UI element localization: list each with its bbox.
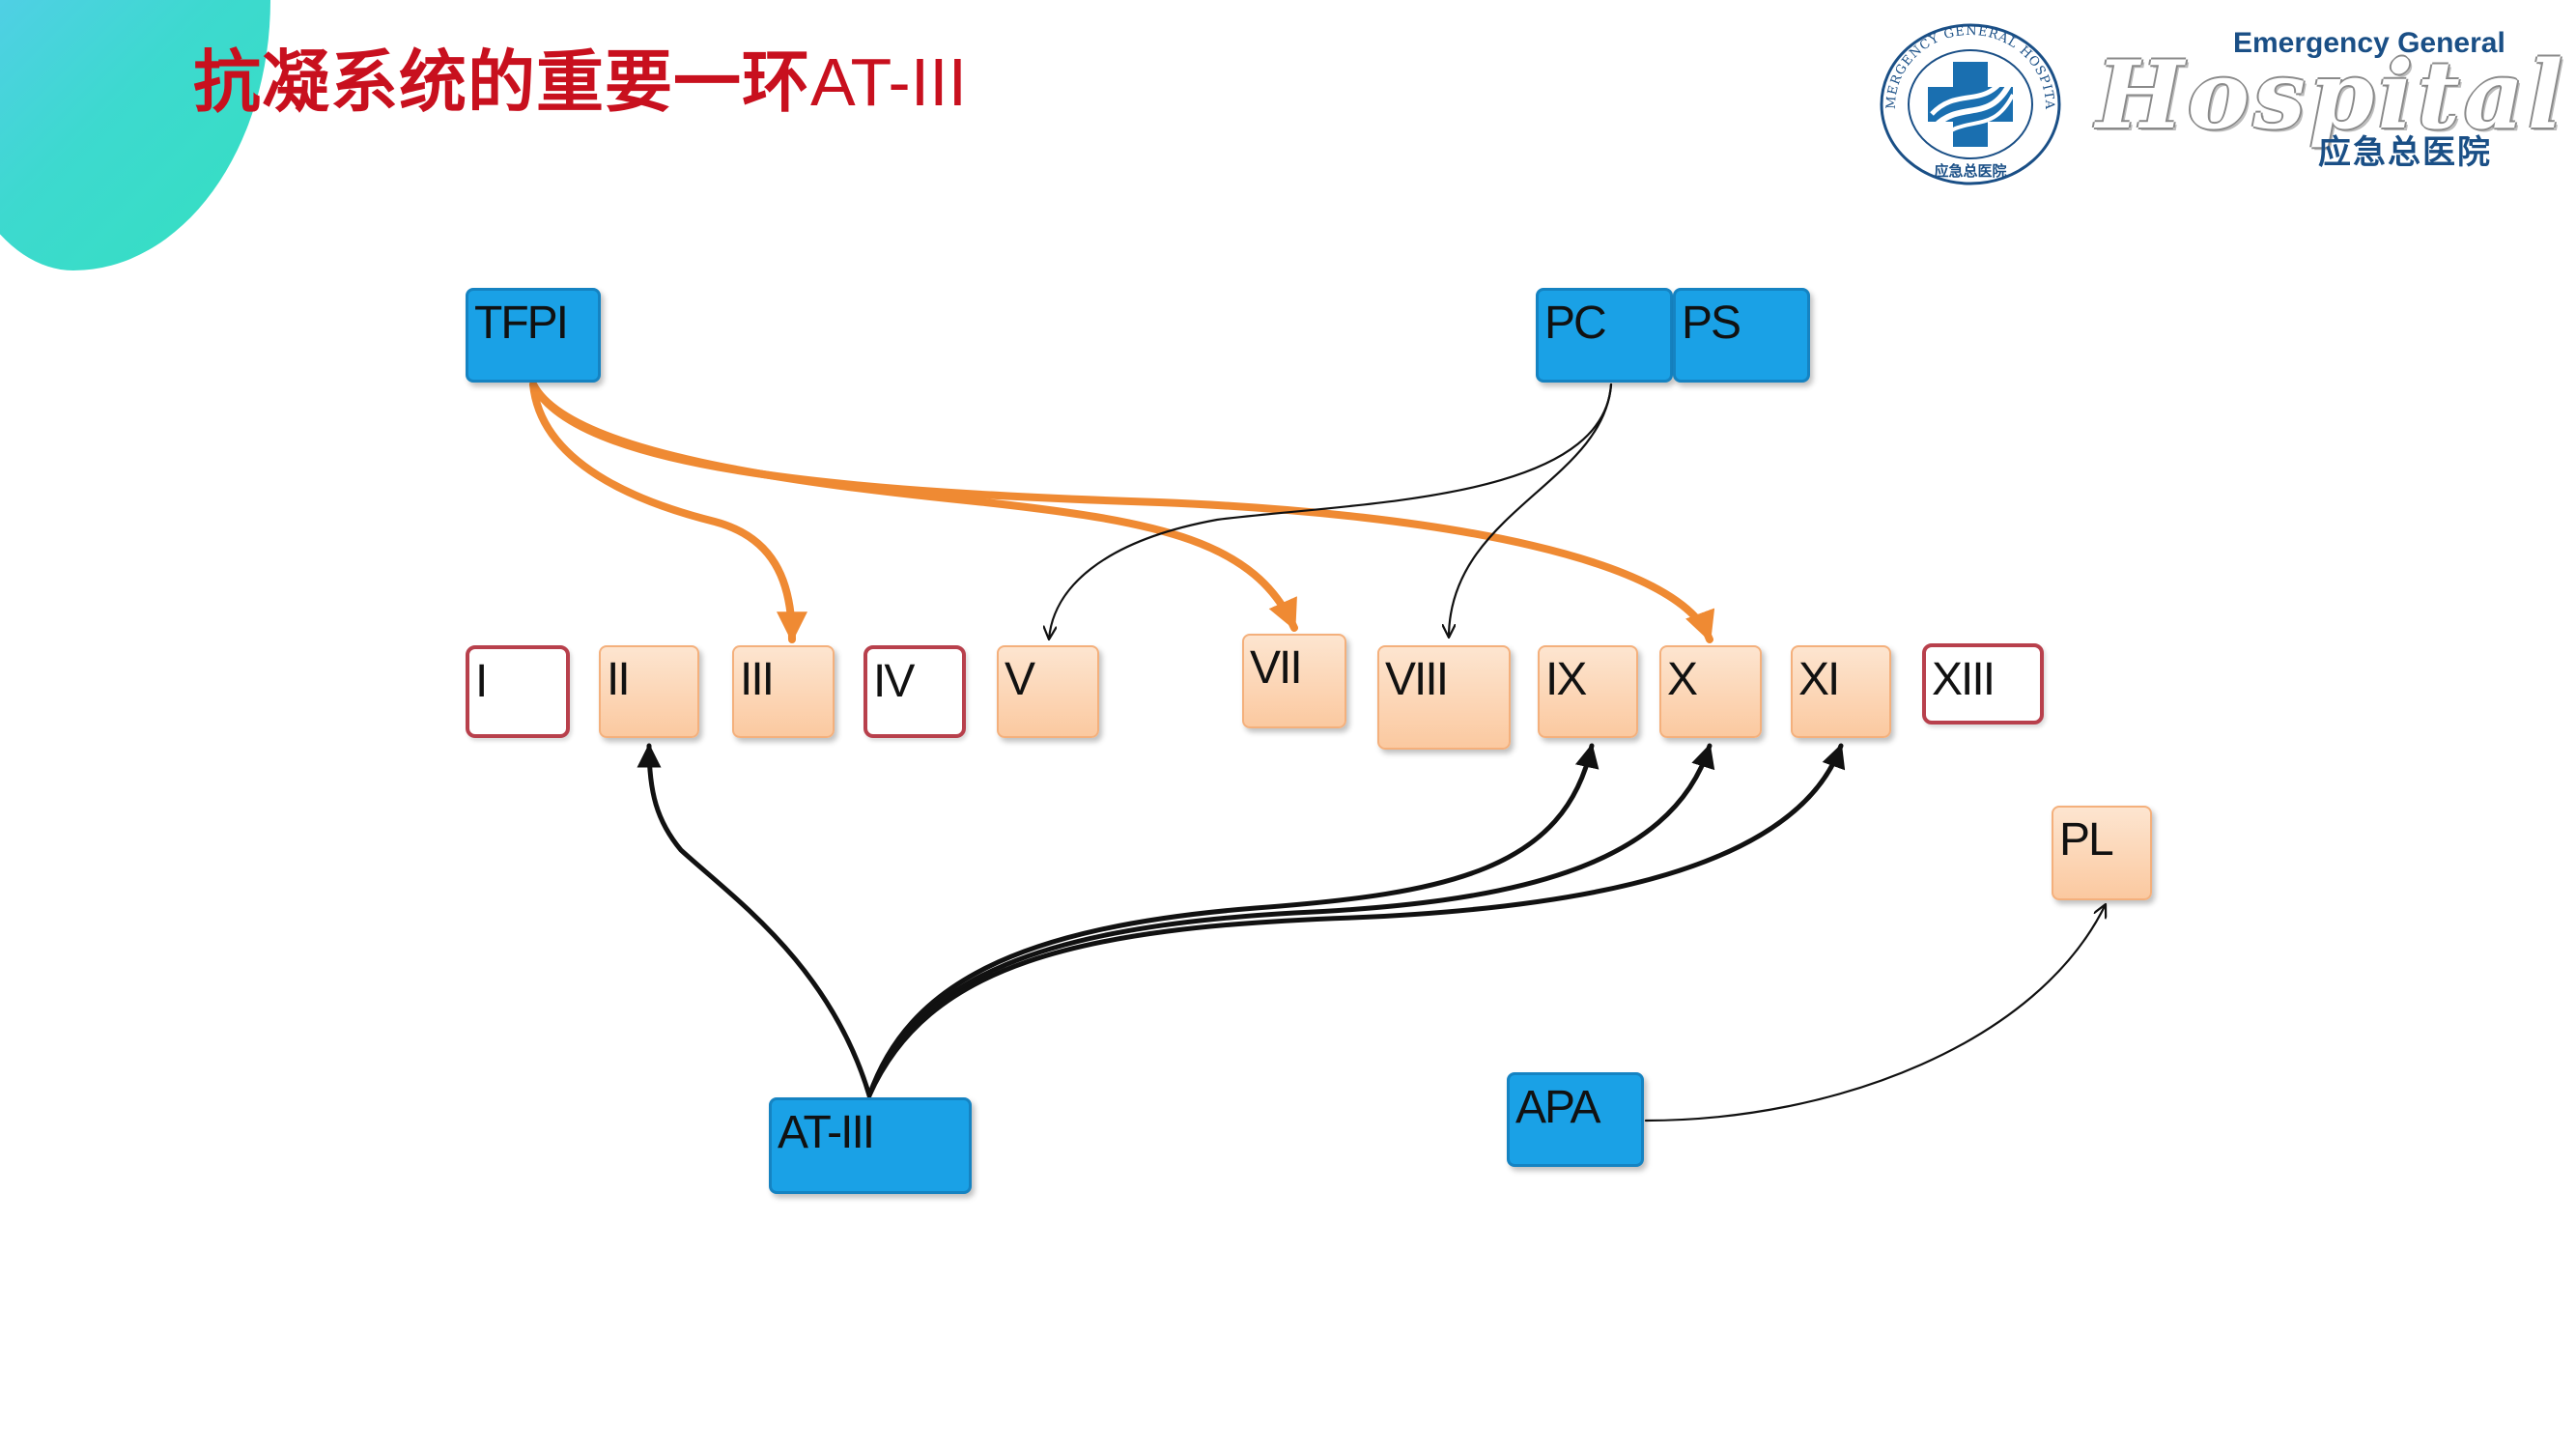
arrow-pc-to-viii: [1449, 383, 1613, 639]
node-ix: IX: [1538, 645, 1638, 738]
node-v: V: [997, 645, 1099, 738]
node-xiii: XIII: [1922, 643, 2044, 724]
arrow-tfpi-to-x: [529, 381, 1715, 643]
node-i: I: [466, 645, 570, 738]
page-title: 抗凝系统的重要一环AT-III: [193, 39, 967, 126]
arrow-at-iii-to-xi: [866, 743, 1846, 1098]
page-title-latin: AT-III: [810, 44, 968, 120]
node-xi: XI: [1791, 645, 1891, 738]
node-apa: APA: [1507, 1072, 1644, 1167]
arrow-at-iii-to-ii: [637, 743, 872, 1098]
node-pc: PC: [1536, 288, 1673, 383]
arrow-pc-to-v: [1049, 383, 1613, 641]
logo-script-wordmark: Hospital: [2096, 41, 2567, 150]
node-iii: III: [732, 645, 835, 738]
node-vii: VII: [1242, 634, 1346, 728]
node-viii: VIII: [1377, 645, 1511, 750]
arrow-at-iii-to-ix: [866, 743, 1599, 1098]
node-tfpi: TFPI: [466, 288, 601, 383]
emblem-bottom-text: 应急总医院: [1934, 162, 2006, 180]
logo-chinese-name: 应急总医院: [2318, 134, 2492, 171]
logo-english-name: Emergency General: [2233, 27, 2505, 59]
node-pl: PL: [2052, 806, 2152, 900]
node-x: X: [1659, 645, 1762, 738]
node-ii: II: [599, 645, 699, 738]
arrow-apa-to-pl: [1644, 904, 2106, 1122]
node-ps: PS: [1673, 288, 1810, 383]
node-at-iii: AT-III: [769, 1097, 972, 1194]
arrow-at-iii-to-x: [866, 743, 1715, 1098]
arrow-tfpi-to-iii: [529, 381, 807, 643]
hospital-emblem-icon: EMERGENCY GENERAL HOSPITAL 应急总医院: [1874, 21, 2061, 185]
page-title-chinese: 抗凝系统的重要一环: [193, 44, 810, 120]
node-iv: IV: [863, 645, 966, 738]
